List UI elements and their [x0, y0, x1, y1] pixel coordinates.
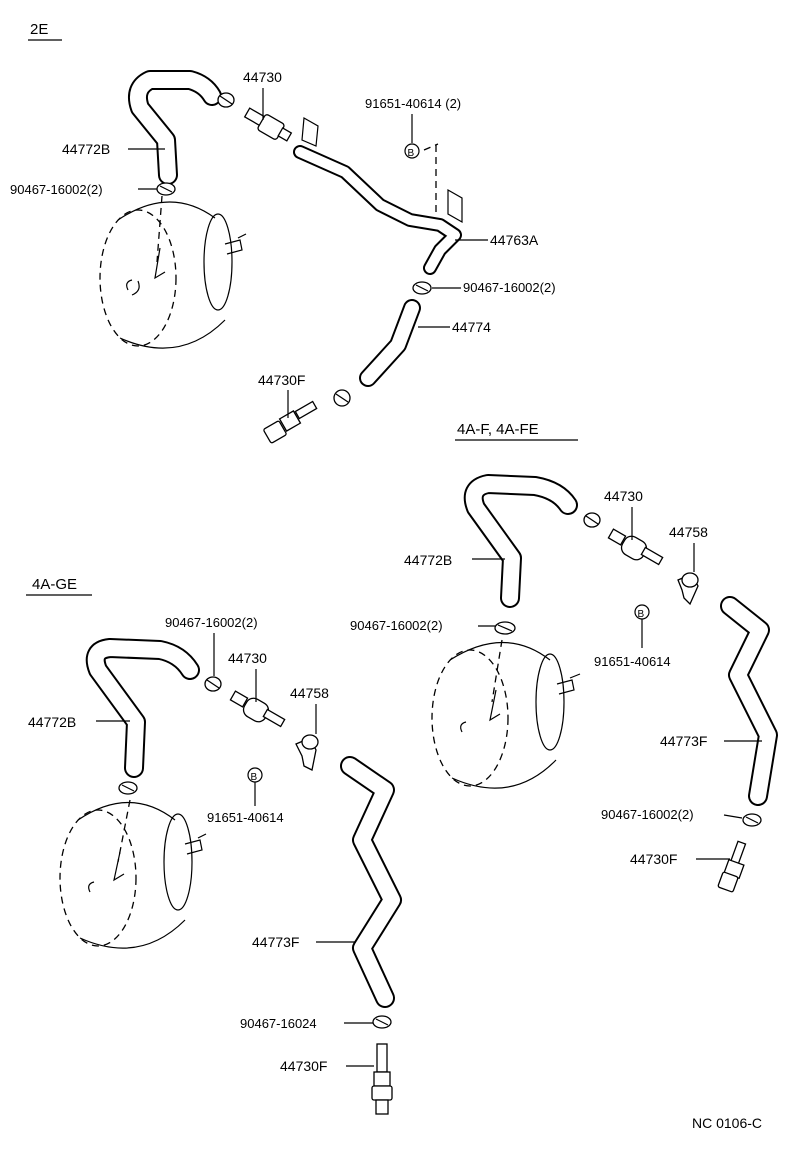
- hose-44772b: [85, 638, 200, 778]
- section-4af-4afe: 4A-F, 4A-FE 44772B 44730: [350, 421, 778, 893]
- hose-clamp: [156, 182, 176, 196]
- brake-booster: [431, 642, 581, 789]
- part-number-label: 44730F: [258, 372, 305, 388]
- hose-bracket-44758: [295, 734, 319, 771]
- union-44730f: [371, 1043, 393, 1115]
- diagram-code: NC 0106-C: [692, 1115, 762, 1131]
- part-number-label: 91651-40614 (2): [365, 96, 461, 111]
- check-valve-44730: [229, 690, 286, 728]
- leader-dashed: [491, 639, 503, 703]
- leader-line: [723, 814, 743, 819]
- union-44730f: [717, 840, 747, 893]
- part-number-label: 91651-40614: [594, 654, 671, 669]
- part-number-label: 44758: [669, 524, 708, 540]
- brake-booster: [99, 201, 247, 349]
- part-number-label: 44774: [452, 319, 491, 335]
- pipe-44763a: [293, 145, 462, 275]
- part-number-label: 44763A: [490, 232, 539, 248]
- part-number-label: 44730F: [630, 851, 677, 867]
- section-title-4age: 4A-GE: [32, 576, 77, 593]
- hose-clamp: [583, 512, 601, 528]
- part-number-label: 44730: [604, 488, 643, 504]
- part-number-label: 90467-16002(2): [165, 615, 258, 630]
- hose-clamp: [742, 813, 762, 827]
- bolt-marker-b: [404, 143, 420, 159]
- hose-clamp: [118, 781, 138, 795]
- hose-clamp: [217, 92, 235, 108]
- pipe-bracket: [301, 117, 463, 224]
- part-number-label: 44773F: [660, 733, 707, 749]
- section-title-2e: 2E: [30, 21, 48, 38]
- hose-clamp: [204, 676, 222, 692]
- part-number-label: 90467-16002(2): [463, 280, 556, 295]
- union-44730f: [263, 400, 318, 444]
- svg-text:B: B: [638, 609, 645, 620]
- leader-dashed: [117, 799, 131, 863]
- part-number-label: 90467-16024: [240, 1016, 317, 1031]
- part-number-label: 44773F: [252, 934, 299, 950]
- part-number-label: 44730: [228, 650, 267, 666]
- svg-text:B: B: [251, 772, 258, 783]
- part-number-label: 44772B: [28, 714, 76, 730]
- part-number-label: 44758: [290, 685, 329, 701]
- section-4age: 4A-GE 44772B 90467-16002(2): [26, 576, 402, 1115]
- part-number-label: 90467-16002(2): [350, 618, 443, 633]
- part-number-label: 44772B: [404, 552, 452, 568]
- part-number-label: 91651-40614: [207, 810, 284, 825]
- section-2e: 2E 44730: [10, 21, 556, 444]
- section-title-4af-4afe: 4A-F, 4A-FE: [457, 421, 539, 438]
- brake-booster: [59, 802, 207, 949]
- part-number-label: 90467-16002(2): [601, 807, 694, 822]
- check-valve-44730: [607, 528, 664, 566]
- hose-clamp: [494, 621, 516, 635]
- part-number-label: 90467-16002(2): [10, 182, 103, 197]
- check-valve-44730: [243, 107, 293, 142]
- part-number-label: 44772B: [62, 141, 110, 157]
- hose-clamp: [412, 281, 432, 295]
- part-number-label: 44730F: [280, 1058, 327, 1074]
- hose-clamp: [333, 389, 351, 407]
- hose-clamp: [372, 1015, 392, 1029]
- part-number-label: 44730: [243, 69, 282, 85]
- hose-bracket-44758: [677, 572, 699, 606]
- svg-text:B: B: [408, 148, 415, 159]
